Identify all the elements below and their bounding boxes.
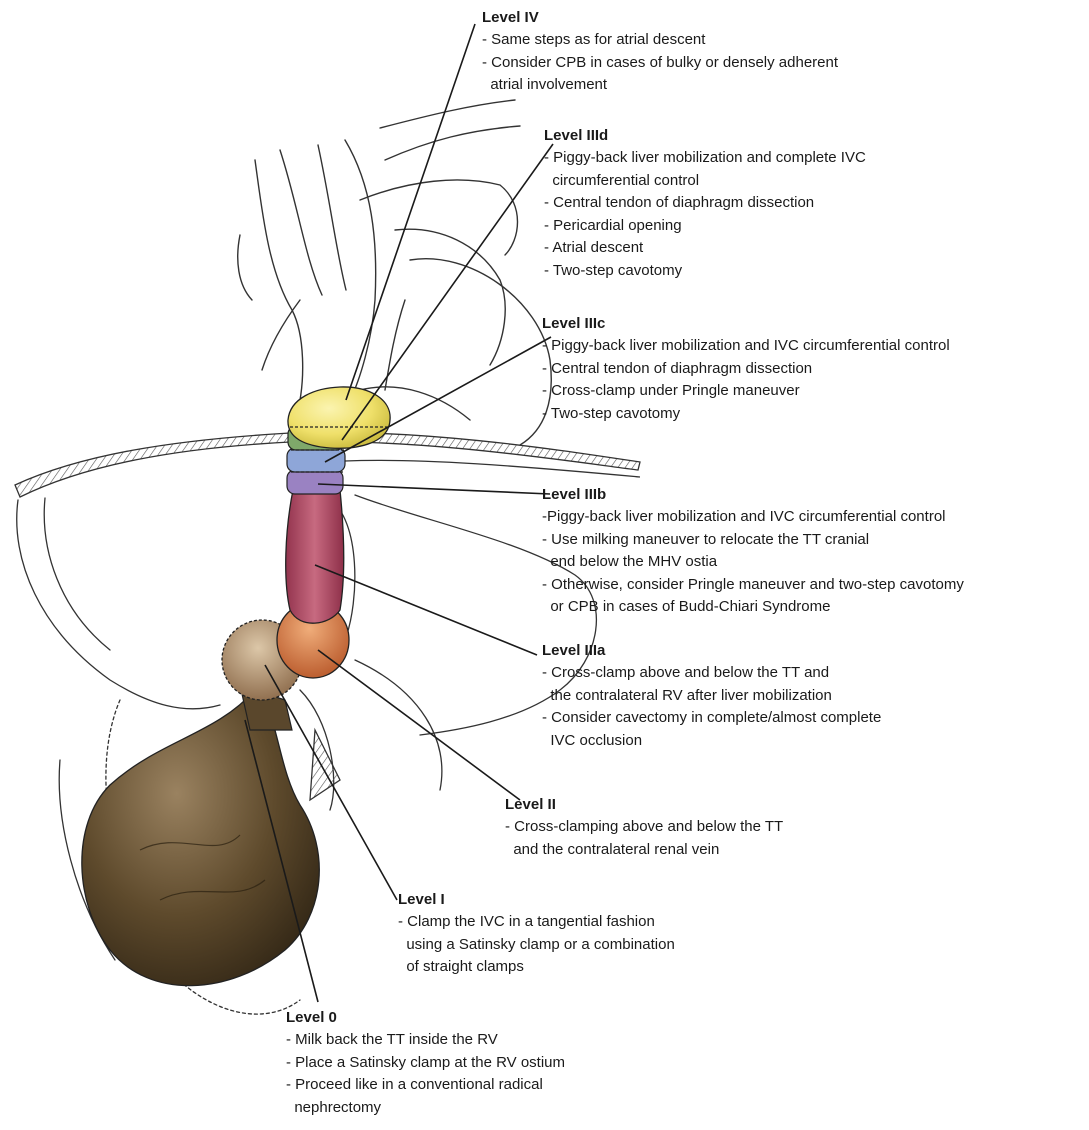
label-level-ii: Level II - Cross-clamping above and belo… <box>505 794 783 861</box>
level-iiic-band <box>287 448 345 472</box>
level-title: Level IIIb <box>542 484 964 506</box>
level-title: Level IIIc <box>542 313 950 335</box>
step-item: - Consider cavectomy in complete/almost … <box>542 707 881 752</box>
step-list: - Piggy-back liver mobilization and comp… <box>544 147 866 282</box>
step-list: - Milk back the TT inside the RV - Place… <box>286 1029 565 1119</box>
level-title: Level IIId <box>544 125 866 147</box>
step-list: - Cross-clamp above and below the TT and… <box>542 662 881 752</box>
label-level-iv: Level IV - Same steps as for atrial desc… <box>482 7 838 97</box>
leader-line-level-iiib <box>318 484 550 494</box>
step-item: - Two-step cavotomy <box>544 260 866 283</box>
leader-line-level-ii <box>318 650 520 800</box>
label-level-iiib: Level IIIb -Piggy-back liver mobilizatio… <box>542 484 964 619</box>
step-item: - Two-step cavotomy <box>542 403 950 426</box>
step-item: - Clamp the IVC in a tangential fashion … <box>398 911 675 979</box>
step-list: - Clamp the IVC in a tangential fashion … <box>398 911 675 979</box>
label-level-iiic: Level IIIc - Piggy-back liver mobilizati… <box>542 313 950 425</box>
level-iiib-band <box>287 470 343 494</box>
level-title: Level 0 <box>286 1007 565 1029</box>
kidney-mass <box>82 690 319 986</box>
step-item: - Pericardial opening <box>544 215 866 238</box>
step-item: - Cross-clamp under Pringle maneuver <box>542 380 950 403</box>
step-item: - Place a Satinsky clamp at the RV ostiu… <box>286 1052 565 1075</box>
level-title: Level IIIa <box>542 640 881 662</box>
step-list: - Piggy-back liver mobilization and IVC … <box>542 335 950 425</box>
atrium-tumor <box>288 387 390 448</box>
step-item: - Piggy-back liver mobilization and IVC … <box>542 335 950 358</box>
level-title: Level II <box>505 794 783 816</box>
step-item: - Central tendon of diaphragm dissection <box>542 358 950 381</box>
ivc-tumor <box>286 490 344 623</box>
label-level-iiid: Level IIId - Piggy-back liver mobilizati… <box>544 125 866 282</box>
step-item: - Milk back the TT inside the RV <box>286 1029 565 1052</box>
label-level-i: Level I - Clamp the IVC in a tangential … <box>398 889 675 979</box>
level-title: Level IV <box>482 7 838 29</box>
step-item: - Use milking maneuver to relocate the T… <box>542 529 964 574</box>
tumor-thrombus <box>82 387 390 986</box>
step-list: - Same steps as for atrial descent - Con… <box>482 29 838 97</box>
step-item: - Cross-clamp above and below the TT and… <box>542 662 881 707</box>
heart-outline <box>238 100 552 445</box>
step-item: - Proceed like in a conventional radical… <box>286 1074 565 1119</box>
label-level-0: Level 0 - Milk back the TT inside the RV… <box>286 1007 565 1119</box>
leader-line-level-iiid <box>342 144 553 440</box>
step-item: - Central tendon of diaphragm dissection <box>544 192 866 215</box>
step-item: - Piggy-back liver mobilization and comp… <box>544 147 866 192</box>
step-item: -Piggy-back liver mobilization and IVC c… <box>542 506 964 529</box>
label-level-iiia: Level IIIa - Cross-clamp above and below… <box>542 640 881 752</box>
level-title: Level I <box>398 889 675 911</box>
step-item: - Consider CPB in cases of bulky or dens… <box>482 52 838 97</box>
step-item: - Same steps as for atrial descent <box>482 29 838 52</box>
step-item: - Atrial descent <box>544 237 866 260</box>
step-item: - Cross-clamping above and below the TT … <box>505 816 783 861</box>
step-list: - Cross-clamping above and below the TT … <box>505 816 783 861</box>
step-list: -Piggy-back liver mobilization and IVC c… <box>542 506 964 619</box>
step-item: - Otherwise, consider Pringle maneuver a… <box>542 574 964 619</box>
